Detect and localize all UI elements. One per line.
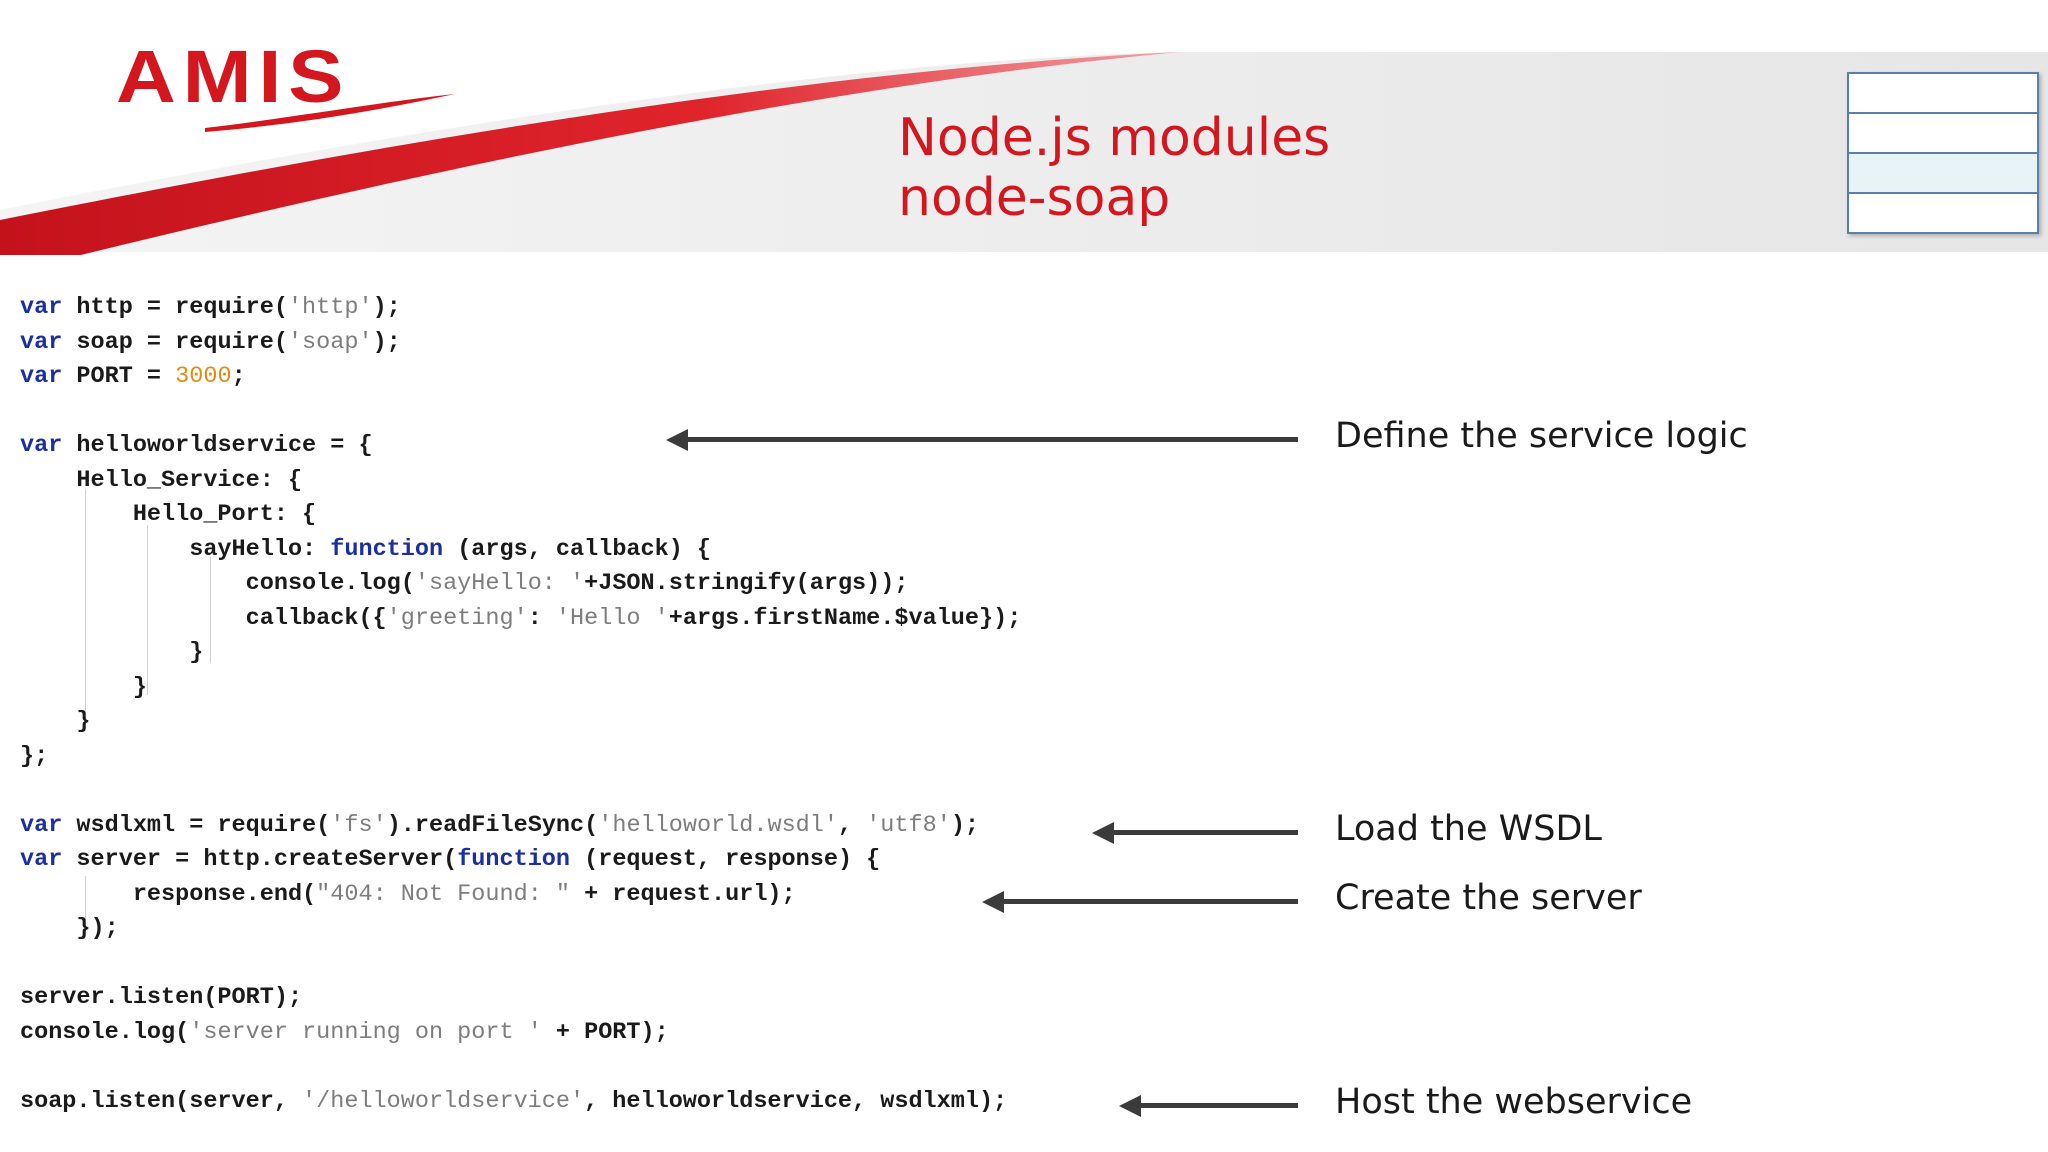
code-line: var helloworldservice = { bbox=[20, 432, 373, 459]
thumbnail-table bbox=[1847, 72, 2039, 234]
code-line: Hello_Port: { bbox=[20, 501, 317, 528]
code-line: server.listen(PORT); bbox=[20, 984, 303, 1011]
thumbnail-row bbox=[1849, 194, 2037, 232]
code-line: } bbox=[20, 708, 91, 735]
code-line: var http = require('http'); bbox=[20, 294, 401, 321]
thumbnail-row-highlighted bbox=[1849, 154, 2037, 194]
thumbnail-row bbox=[1849, 74, 2037, 114]
code-line: } bbox=[20, 673, 147, 701]
code-line: var server = http.createServer(function … bbox=[20, 846, 881, 873]
code-line: }); bbox=[20, 915, 119, 942]
annotation-define-service: Define the service logic bbox=[1335, 416, 1748, 456]
code-line: var PORT = 3000; bbox=[20, 363, 246, 390]
code-line: console.log('server running on port ' + … bbox=[20, 1018, 669, 1046]
title-line-1: Node.js modules bbox=[898, 108, 1331, 168]
code-line: console.log('sayHello: '+JSON.stringify(… bbox=[20, 570, 909, 597]
arrow-left-icon bbox=[1119, 1095, 1298, 1117]
indent-guide bbox=[210, 557, 211, 663]
thumbnail-row bbox=[1849, 114, 2037, 154]
slide-title: Node.js modules node-soap bbox=[898, 108, 1330, 228]
title-line-2: node-soap bbox=[898, 168, 1171, 228]
annotation-host-webservice: Host the webservice bbox=[1335, 1082, 1693, 1122]
indent-guide bbox=[85, 489, 86, 729]
arrow-left-icon bbox=[666, 429, 1298, 451]
code-line: var soap = require('soap'); bbox=[20, 328, 401, 356]
code-line: response.end("404: Not Found: " + reques… bbox=[20, 880, 796, 908]
code-line: var wsdlxml = require('fs').readFileSync… bbox=[20, 811, 980, 839]
annotation-create-server: Create the server bbox=[1335, 878, 1642, 918]
code-line: } bbox=[20, 639, 204, 666]
annotation-load-wsdl: Load the WSDL bbox=[1335, 809, 1602, 849]
code-line: callback({'greeting': 'Hello '+args.firs… bbox=[20, 604, 1022, 632]
code-line: }; bbox=[20, 742, 49, 770]
amis-logo: AMIS bbox=[116, 35, 351, 118]
indent-guide bbox=[147, 525, 148, 695]
code-line: sayHello: function (args, callback) { bbox=[20, 535, 712, 563]
arrow-left-icon bbox=[982, 891, 1298, 913]
code-line: soap.listen(server, '/helloworldservice'… bbox=[20, 1087, 1008, 1115]
code-line: Hello_Service: { bbox=[20, 466, 303, 494]
header-swoosh bbox=[0, 52, 2048, 255]
arrow-left-icon bbox=[1092, 822, 1298, 844]
indent-guide bbox=[85, 876, 86, 936]
